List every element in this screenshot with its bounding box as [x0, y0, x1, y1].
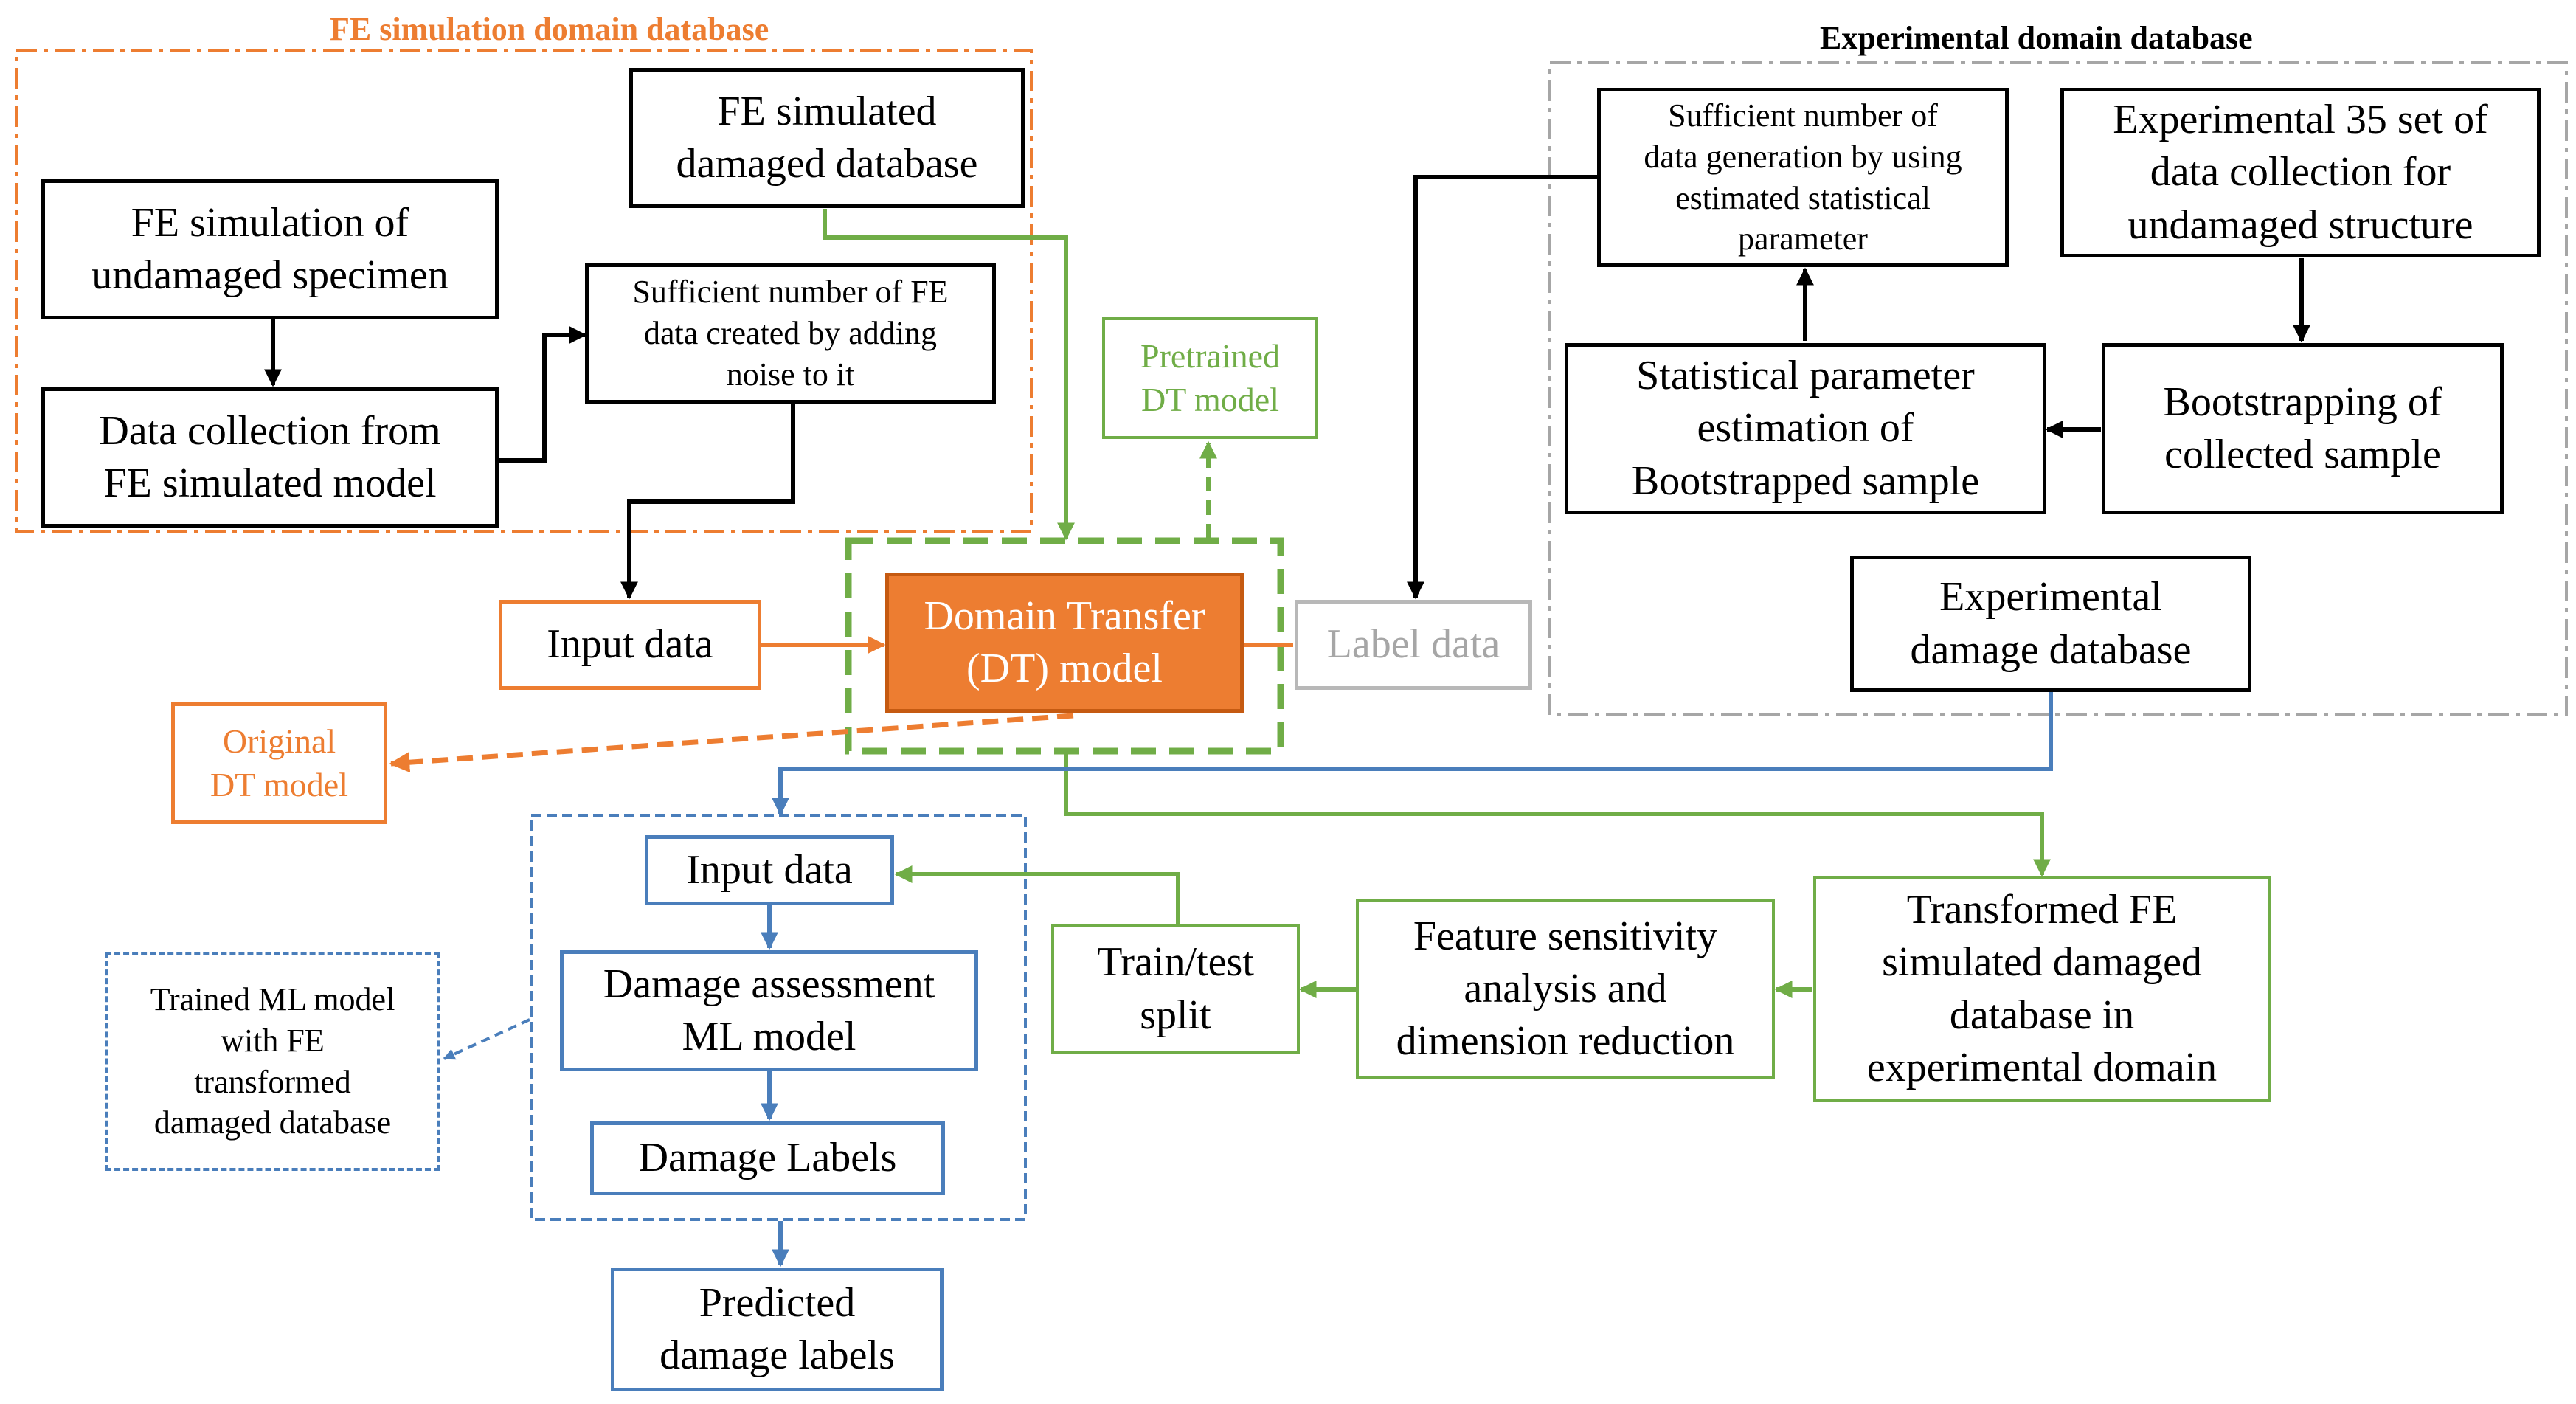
- trained-ml-model-box: Trained ML model with FE transformed dam…: [105, 952, 440, 1171]
- fe-domain-title: FE simulation domain database: [330, 11, 769, 47]
- connector-ml-to-trained: [443, 1018, 530, 1060]
- experimental-domain-region: [1548, 61, 2568, 716]
- connector-dt-to-original: [389, 713, 1074, 773]
- data-collection-fe-box: Data collection from FE simulated model: [41, 387, 499, 528]
- connector-split-to-input: [894, 865, 1180, 924]
- damage-labels-box: Damage Labels: [590, 1121, 945, 1195]
- connector-generation-to-label: [1407, 175, 1597, 600]
- transformed-fe-database-box: Transformed FE simulated damaged databas…: [1813, 876, 2271, 1102]
- sufficient-data-generation-box: Sufficient number of data generation by …: [1597, 88, 2009, 267]
- fe-simulation-undamaged-box: FE simulation of undamaged specimen: [41, 179, 499, 319]
- statistical-parameter-estimation-box: Statistical parameter estimation of Boot…: [1565, 343, 2046, 514]
- pretrained-dt-model-box: Pretrained DT model: [1102, 317, 1318, 439]
- domain-transfer-model-box: Domain Transfer (DT) model: [885, 573, 1244, 713]
- damage-assessment-ml-model-box: Damage assessment ML model: [560, 950, 978, 1071]
- fe-domain-region: [15, 49, 1033, 533]
- predicted-damage-labels-box: Predicted damage labels: [611, 1268, 944, 1391]
- connector-expdb-to-input: [772, 692, 2053, 816]
- fe-data-noise-box: Sufficient number of FE data created by …: [585, 263, 996, 404]
- connector-noise-to-input: [620, 404, 795, 600]
- original-dt-model-box: Original DT model: [171, 702, 387, 824]
- bootstrapping-box: Bootstrapping of collected sample: [2102, 343, 2504, 514]
- connector-damaged-db-to-dt: [823, 209, 1075, 541]
- experimental-domain-title: Experimental domain database: [1820, 20, 2253, 56]
- fe-simulated-damaged-database-box: FE simulated damaged database: [629, 68, 1025, 208]
- train-test-split-box: Train/test split: [1051, 924, 1300, 1054]
- feature-sensitivity-box: Feature sensitivity analysis and dimensi…: [1356, 899, 1775, 1079]
- connector-collection-to-noise: [499, 326, 587, 463]
- input-data-top-box: Input data: [499, 600, 761, 690]
- label-data-box: Label data: [1295, 600, 1532, 690]
- connector-dt-to-transformed: [1064, 753, 2051, 877]
- experimental-35-set-box: Experimental 35 set of data collection f…: [2060, 88, 2541, 257]
- experimental-damage-database-box: Experimental damage database: [1850, 556, 2251, 692]
- input-data-bottom-box: Input data: [645, 835, 894, 905]
